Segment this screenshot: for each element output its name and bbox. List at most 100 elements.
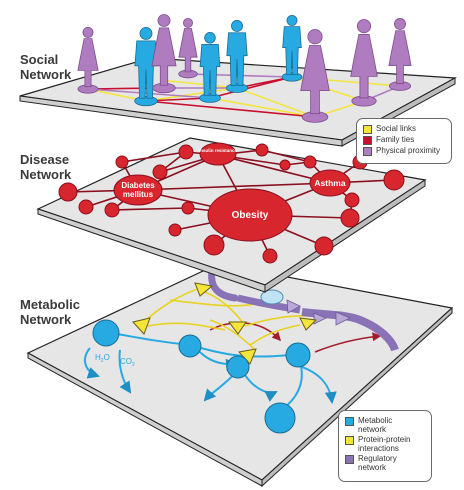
insulin-resistance-label: Insulin resistance (199, 148, 238, 153)
metabolite-node (92, 319, 120, 347)
person-figure (199, 32, 221, 103)
metabolic-label-line1: Metabolic (20, 297, 80, 312)
metabolite-node (226, 355, 250, 379)
regulatory-arrowhead (335, 311, 351, 326)
obesity-label: Obesity (232, 210, 269, 221)
metabolic-network-label: Metabolic Network (20, 297, 80, 327)
legend-metabolic-network: Metabolic network (345, 416, 425, 434)
disease-node (383, 169, 405, 191)
legend-protein-interactions: Protein-protein interactions (345, 435, 425, 453)
protein-edge (147, 322, 226, 331)
asthma-label: Asthma (314, 178, 345, 188)
metabolite-labels: H2O CO2 (95, 353, 135, 368)
person-figure (281, 14, 303, 82)
disease-nodes (58, 142, 405, 264)
metabolic-nodes (92, 319, 311, 434)
disease-node (314, 236, 334, 256)
legend-swatch-social-links (363, 125, 372, 134)
disease-label-line2: Network (20, 167, 72, 182)
person-figure (388, 18, 412, 91)
protein-triangles (132, 282, 318, 365)
disease-edge (111, 207, 189, 211)
disease-edge (121, 151, 187, 163)
regulatory-tube (301, 308, 399, 352)
diabetes-node (113, 174, 163, 206)
metabolic-edge (314, 332, 382, 353)
obesity-node (207, 188, 293, 242)
disease-node (262, 248, 278, 264)
legend-regulatory-line2: network (358, 463, 387, 472)
co2-label: CO2 (120, 357, 135, 368)
protein-edge (209, 319, 256, 351)
disease-node (340, 208, 360, 228)
diabetes-label-line2: mellitus (123, 190, 154, 199)
legend-regulatory-line1: Regulatory (358, 454, 397, 463)
diabetes-label-line1: Diabetes (121, 181, 155, 190)
social-legend: Social links Family ties Physical proxim… (356, 118, 452, 164)
legend-label-social-links: Social links (376, 124, 417, 133)
person-figure (134, 27, 158, 107)
regulatory-network (208, 266, 399, 352)
regulatory-arrowhead (286, 299, 301, 314)
social-network-label: Social Network (20, 52, 71, 82)
metabolic-legend: Metabolic network Protein-protein intera… (338, 410, 432, 482)
metabolite-node (285, 342, 311, 368)
social-label-line2: Network (20, 67, 72, 82)
protein-node (194, 282, 214, 297)
legend-protein-line2: interactions (358, 444, 399, 453)
h2o-label: H2O (95, 353, 110, 364)
protein-node (132, 317, 151, 335)
disease-node (78, 199, 94, 215)
family-tie (145, 100, 316, 118)
legend-label-protein: Protein-protein interactions (358, 435, 410, 453)
metabolic-edge (118, 349, 132, 394)
person-figure (350, 19, 378, 107)
legend-swatch-physical-proximity (363, 147, 372, 156)
legend-label-family-ties: Family ties (376, 135, 415, 144)
disease-node (178, 144, 194, 160)
legend-regulatory-network: Regulatory network (345, 454, 425, 472)
social-link (159, 79, 238, 89)
asthma-node (309, 169, 351, 197)
social-link (209, 97, 316, 118)
legend-family-ties: Family ties (363, 135, 445, 145)
disease-node (152, 164, 168, 180)
legend-physical-proximity: Physical proximity (363, 146, 445, 156)
person-figure (178, 17, 198, 79)
disease-node (303, 155, 317, 169)
disease-node (279, 159, 291, 171)
metabolic-edge (244, 374, 278, 402)
legend-swatch-regulatory (345, 455, 354, 464)
social-link (145, 87, 238, 102)
disease-node (203, 234, 225, 256)
legend-metabolic-line2: network (358, 425, 387, 434)
legend-label-physical-proximity: Physical proximity (376, 146, 441, 155)
legend-protein-line1: Protein-protein (358, 435, 411, 444)
legend-label-metabolic: Metabolic network (358, 416, 392, 434)
person-figure (225, 20, 249, 93)
disease-edge (137, 182, 331, 191)
legend-metabolic-line1: Metabolic (358, 416, 393, 425)
disease-node (58, 182, 78, 202)
metabolite-node (264, 402, 296, 434)
metabolic-label-line2: Network (20, 312, 72, 327)
disease-node (115, 155, 129, 169)
metabolite-node (178, 334, 202, 358)
legend-swatch-family-ties (363, 136, 372, 145)
disease-edge (261, 149, 311, 163)
disease-node (168, 223, 182, 237)
social-label-line1: Social (20, 52, 59, 67)
protein-node (299, 317, 318, 331)
legend-swatch-protein (345, 436, 354, 445)
metabolic-edge (83, 347, 100, 379)
disease-network-label: Disease Network (20, 152, 71, 182)
person-figure (151, 14, 177, 94)
person-figure (77, 26, 99, 94)
legend-label-regulatory: Regulatory network (358, 454, 397, 472)
protein-edge (249, 324, 301, 346)
disease-labels: Insulin resistance Diabetes mellitus Ast… (121, 148, 346, 221)
disease-node (344, 192, 360, 208)
regulatory-arrowhead (313, 312, 327, 325)
